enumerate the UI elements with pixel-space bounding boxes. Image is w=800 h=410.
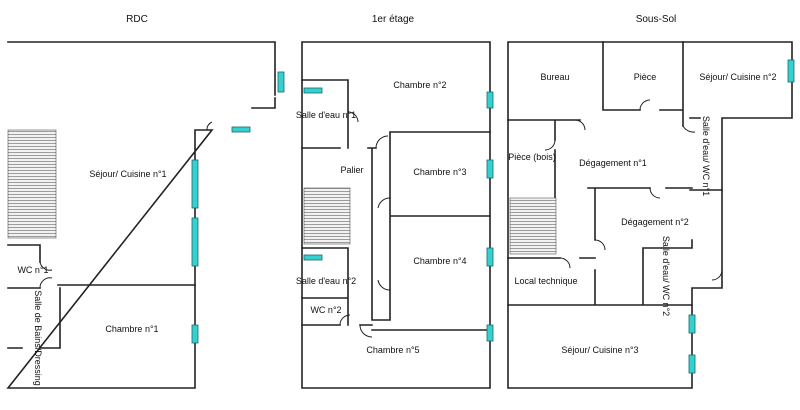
soussol-staircase — [509, 197, 557, 255]
etage1-window-ch5 — [486, 324, 494, 342]
plan-1er-etage: 1er étage Chambre n°2 Salle d'eau n°1 Pa… — [296, 14, 494, 389]
etage1-window-ch3 — [486, 159, 494, 179]
plan-title-rdc: RDC — [126, 14, 148, 25]
room-label-wc-1: WC n°1 — [17, 265, 48, 275]
room-label-chambre-4: Chambre n°4 — [413, 256, 466, 266]
room-label-salle-eau-wc-1: Salle d'eau/ WC n°1 — [701, 116, 711, 196]
room-label-degagement-1: Dégagement n°1 — [579, 158, 647, 168]
etage1-window-salle1 — [303, 87, 323, 94]
rdc-window-5 — [191, 324, 199, 344]
etage1-door-wc2 — [339, 314, 351, 326]
soussol-door-3 — [682, 125, 696, 133]
room-label-salle-eau-wc-2: Salle d'eau/ WC n°2 — [661, 236, 671, 316]
etage1-door-ch5 — [359, 324, 373, 338]
room-label-sejour-1: Séjour/ Cuisine n°1 — [89, 169, 166, 179]
room-label-salle-eau-2: Salle d'eau n°2 — [296, 276, 356, 286]
etage1-staircase — [303, 187, 351, 245]
room-label-degagement-2: Dégagement n°2 — [621, 217, 689, 227]
room-label-local-technique: Local technique — [514, 276, 577, 286]
room-label-piece: Pièce — [634, 72, 657, 82]
room-label-sejour-3: Séjour/ Cuisine n°3 — [561, 345, 638, 355]
room-label-chambre-3: Chambre n°3 — [413, 167, 466, 177]
room-label-chambre-5: Chambre n°5 — [366, 345, 419, 355]
rdc-window-1 — [277, 71, 285, 93]
soussol-window-3 — [688, 354, 696, 374]
etage1-door-ch4 — [377, 279, 391, 291]
rdc-door-wc — [39, 261, 53, 271]
plan-title-1er-etage: 1er étage — [372, 14, 415, 25]
etage1-window-salle2 — [303, 254, 323, 261]
soussol-window-1 — [787, 59, 795, 83]
soussol-door-6 — [649, 187, 661, 199]
plan-rdc: RDC Séjour/ Cuisine n°1 WC n°1 Chambre n… — [6, 14, 285, 389]
etage1-partitions — [301, 79, 491, 331]
room-label-salle-bains: Salle de Bains/Dressing — [33, 290, 43, 386]
etage1-outer-wall — [301, 41, 491, 389]
rdc-window-3 — [191, 159, 199, 209]
etage1-door-ch3 — [377, 197, 391, 209]
rdc-door-entry — [206, 121, 213, 131]
plan-title-sous-sol: Sous-Sol — [636, 14, 677, 25]
room-label-piece-bois: Pièce (bois) — [508, 152, 556, 162]
room-label-bureau: Bureau — [540, 72, 569, 82]
rdc-window-4 — [191, 217, 199, 267]
etage1-window-ch2 — [486, 91, 494, 109]
soussol-door-7 — [594, 239, 606, 251]
soussol-window-2 — [688, 314, 696, 334]
soussol-door-5 — [559, 257, 571, 269]
etage1-door-ch2 — [375, 135, 389, 149]
room-label-sejour-2: Séjour/ Cuisine n°2 — [699, 72, 776, 82]
soussol-door-1 — [574, 119, 586, 131]
soussol-door-2 — [639, 99, 651, 111]
rdc-partitions — [7, 244, 196, 349]
soussol-door-8 — [711, 269, 723, 281]
plan-sous-sol: Sous-Sol Bureau Pièce Séjour/ Cuisine n°… — [507, 14, 795, 389]
soussol-door-4 — [544, 139, 556, 151]
rdc-staircase — [7, 129, 57, 239]
rdc-window-2 — [231, 126, 251, 133]
room-label-chambre-2: Chambre n°2 — [393, 80, 446, 90]
room-label-salle-eau-1: Salle d'eau n°1 — [296, 110, 356, 120]
rdc-door-chambre — [39, 277, 53, 289]
rdc-outer-wall — [6, 41, 276, 389]
room-label-wc-2: WC n°2 — [310, 305, 341, 315]
etage1-door-salle1 — [347, 111, 359, 123]
room-label-palier: Palier — [340, 165, 363, 175]
etage1-window-ch4 — [486, 247, 494, 267]
room-label-chambre-1: Chambre n°1 — [105, 324, 158, 334]
